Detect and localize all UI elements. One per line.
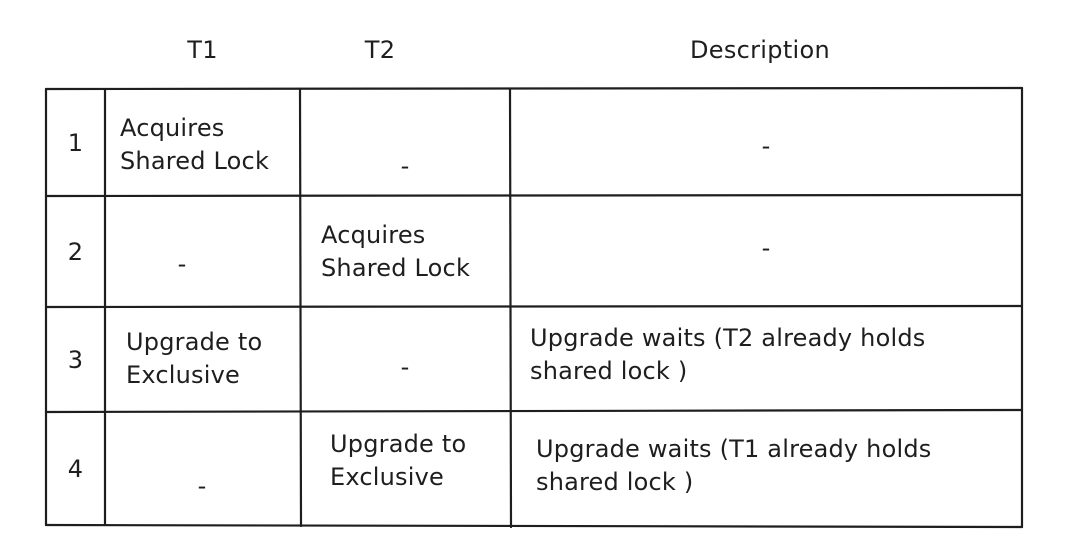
row-divider-2: [44, 304, 1024, 309]
column-divider-t2: [508, 87, 513, 529]
table-border-bottom: [44, 523, 1024, 529]
row-4-t2-cell: Upgrade to Exclusive: [330, 430, 467, 491]
header-description: Description: [690, 36, 830, 64]
column-divider-t1: [298, 87, 303, 528]
row-2-t1-cell: -: [177, 250, 187, 278]
row-4-step: 4: [67, 454, 84, 483]
row-4-t1-cell: -: [197, 472, 207, 500]
row-divider-1: [44, 193, 1024, 198]
header-t1: T1: [187, 36, 218, 64]
header-t2: T2: [364, 36, 396, 64]
row-4-description-cell: Upgrade waits (T1 already holds shared l…: [536, 435, 932, 496]
row-3-description-cell: Upgrade waits (T2 already holds shared l…: [530, 324, 926, 385]
row-divider-3: [44, 408, 1024, 414]
row-2-t2-cell: Acquires Shared Lock: [321, 221, 471, 282]
row-3-step: 3: [67, 345, 84, 374]
row-1-step: 1: [67, 128, 84, 157]
row-3-t2-cell: -: [400, 353, 410, 381]
row-1-t1-cell: Acquires Shared Lock: [120, 114, 270, 175]
row-1-description-cell: -: [761, 132, 771, 160]
row-2-description-cell: -: [761, 234, 771, 262]
row-2-step: 2: [67, 237, 84, 266]
table-border-top: [44, 86, 1024, 91]
row-1-t2-cell: -: [400, 152, 410, 180]
row-3-t1-cell: Upgrade to Exclusive: [126, 328, 263, 389]
